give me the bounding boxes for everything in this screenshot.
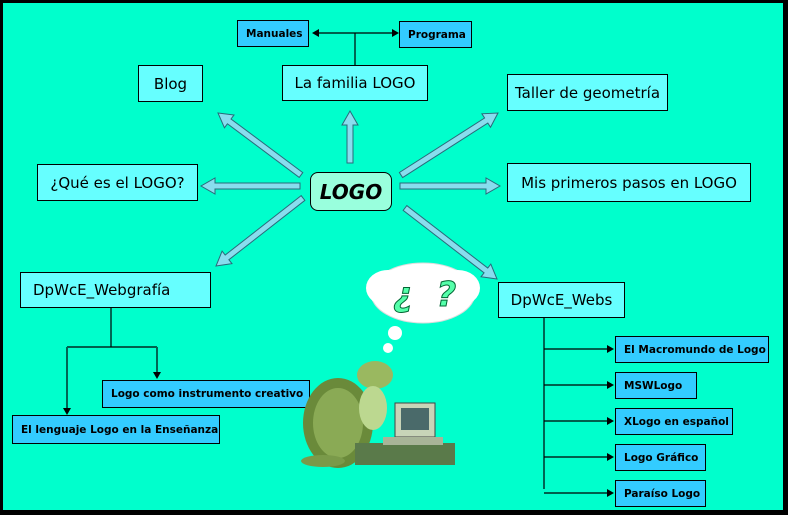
taller-geometria-node[interactable]: Taller de geometría: [507, 74, 668, 111]
block-arrow: [215, 194, 306, 267]
connector-layer: [63, 29, 614, 497]
mind-map: Manuales Programa La familia LOGO Blog T…: [3, 3, 783, 510]
arrowhead-icon: [607, 417, 614, 425]
webgrafia-node[interactable]: DpWcE_Webgrafía: [20, 272, 211, 308]
block-arrow: [341, 109, 359, 164]
block-arrow: [398, 112, 499, 179]
arrowhead-icon: [63, 408, 71, 415]
arrowhead-icon: [607, 489, 614, 497]
arrowhead-icon: [312, 29, 319, 37]
arrowhead-icon: [392, 29, 399, 37]
webgrafia-link[interactable]: Logo como instrumento creativo: [102, 380, 310, 408]
webgrafia-link[interactable]: El lenguaje Logo en la Enseñanza: [12, 415, 220, 444]
webs-link[interactable]: El Macromundo de Logo: [615, 336, 769, 363]
blog-node[interactable]: Blog: [138, 65, 203, 102]
arrowhead-icon: [607, 381, 614, 389]
block-arrow: [402, 204, 498, 280]
primeros-pasos-node[interactable]: Mis primeros pasos en LOGO: [507, 163, 751, 202]
webs-link[interactable]: XLogo en español: [615, 408, 733, 435]
webs-link[interactable]: MSWLogo: [615, 372, 697, 399]
arrowhead-icon: [607, 453, 614, 461]
webs-link[interactable]: Logo Gráfico: [615, 444, 706, 471]
familia-logo-node[interactable]: La familia LOGO: [282, 65, 428, 101]
webs-link[interactable]: Paraíso Logo: [615, 480, 706, 507]
logo-center-node[interactable]: LOGO: [310, 172, 392, 211]
thought-question-marks: ¿ ?: [392, 275, 463, 316]
que-es-logo-node[interactable]: ¿Qué es el LOGO?: [37, 164, 198, 201]
webs-node[interactable]: DpWcE_Webs: [498, 282, 625, 318]
arrowhead-icon: [607, 345, 614, 353]
block-arrow: [217, 112, 304, 179]
programa-link[interactable]: Programa: [399, 21, 472, 48]
arrowhead-icon: [153, 372, 161, 379]
block-arrow: [199, 177, 301, 195]
manuales-link[interactable]: Manuales: [237, 20, 309, 47]
block-arrow: [399, 177, 502, 195]
